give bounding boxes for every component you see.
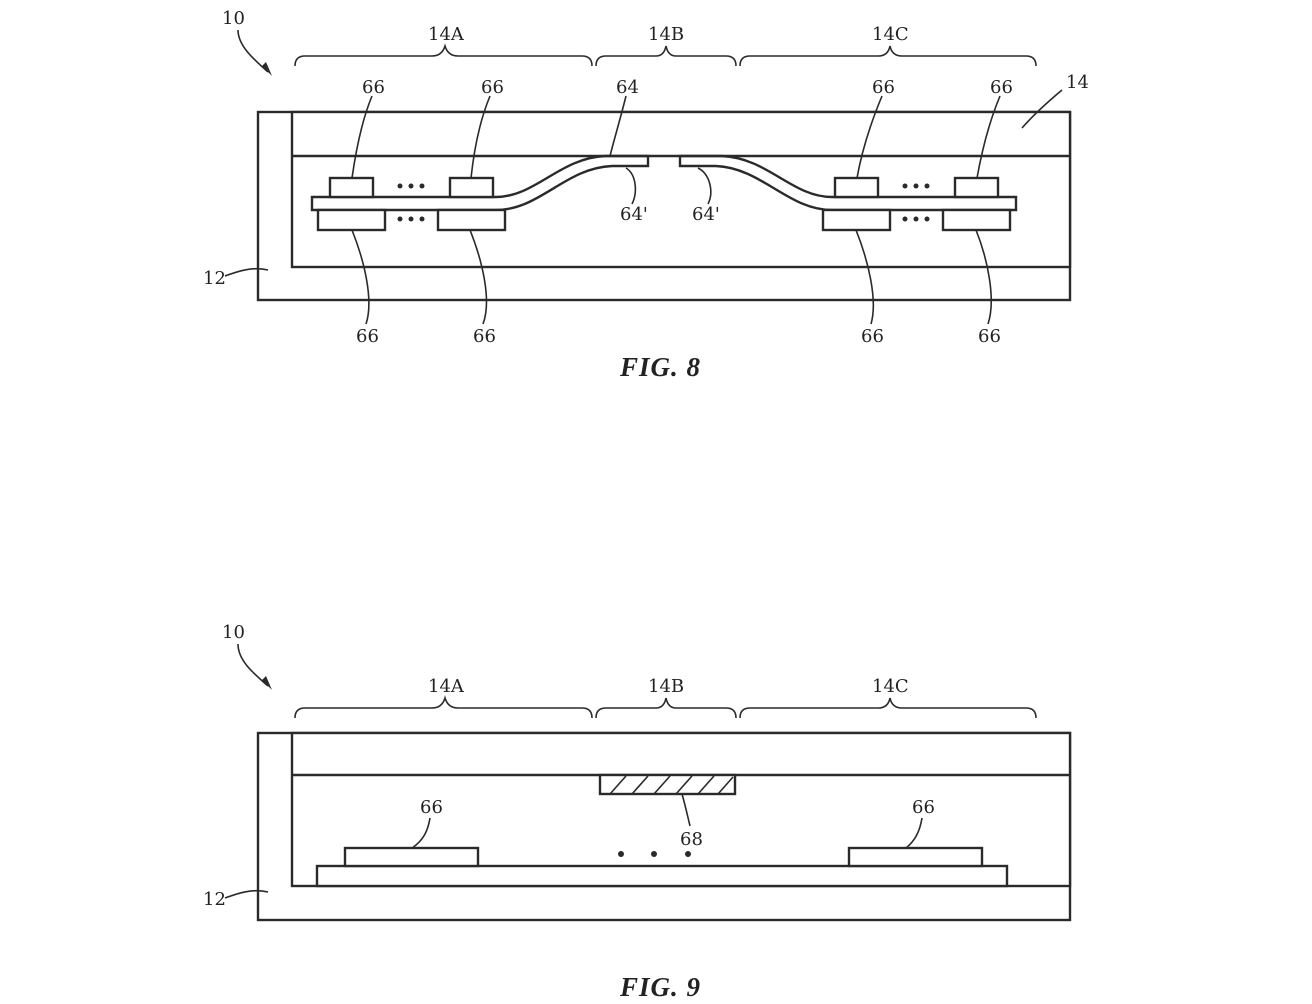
figure-8-caption: FIG. 8 bbox=[619, 352, 701, 382]
label-device: 10 bbox=[222, 622, 245, 643]
substrate bbox=[315, 864, 1009, 888]
label-14: 14 bbox=[1066, 72, 1089, 93]
device-leader-arrow bbox=[237, 29, 269, 73]
component-66 bbox=[847, 846, 984, 868]
label-64: 64 bbox=[616, 77, 639, 98]
label-66: 66 bbox=[481, 77, 504, 98]
label-14b: 14B bbox=[648, 24, 684, 45]
brace-14c bbox=[739, 45, 1037, 67]
leader-12 bbox=[224, 267, 269, 277]
brace-14a bbox=[294, 43, 593, 67]
label-64-prime-right: 64' bbox=[692, 204, 720, 225]
component-66 bbox=[941, 208, 1012, 232]
label-66: 66 bbox=[473, 326, 496, 347]
component-66 bbox=[448, 176, 495, 199]
arrowhead-icon bbox=[262, 676, 272, 690]
housing-cavity bbox=[290, 110, 1072, 269]
label-66: 66 bbox=[872, 77, 895, 98]
substrate-left-segment bbox=[310, 154, 650, 212]
figure-9-caption: FIG. 9 bbox=[619, 972, 701, 1002]
leader-64-prime bbox=[625, 167, 637, 205]
leader-66 bbox=[855, 229, 875, 325]
label-66: 66 bbox=[978, 326, 1001, 347]
label-12: 12 bbox=[203, 889, 226, 910]
leader-66 bbox=[351, 95, 373, 179]
component-66 bbox=[343, 846, 480, 868]
leader-66 bbox=[975, 229, 993, 325]
label-66: 66 bbox=[420, 797, 443, 818]
label-66: 66 bbox=[990, 77, 1013, 98]
label-14c: 14C bbox=[872, 24, 909, 45]
figure-9: 10 14A 14B 14C 68 bbox=[203, 622, 1072, 1002]
leader-66 bbox=[351, 229, 370, 325]
brace-14b bbox=[595, 45, 737, 67]
leader-64 bbox=[609, 95, 627, 157]
hatching bbox=[609, 775, 734, 795]
ellipsis-dots bbox=[618, 851, 691, 857]
label-14c: 14C bbox=[872, 676, 909, 697]
label-12: 12 bbox=[203, 268, 226, 289]
component-66 bbox=[328, 176, 375, 199]
component-66 bbox=[833, 176, 880, 199]
arrowhead-icon bbox=[262, 62, 272, 76]
figure-8: 10 14A 14B 14C bbox=[203, 8, 1089, 382]
substrate-right-segment bbox=[678, 154, 1018, 212]
label-68: 68 bbox=[680, 829, 703, 850]
leader-64-prime bbox=[697, 167, 712, 205]
ellipsis-dots bbox=[397, 183, 930, 222]
label-14a: 14A bbox=[428, 24, 465, 45]
leader-66 bbox=[470, 95, 491, 179]
leader-66 bbox=[856, 95, 883, 179]
leader-66 bbox=[976, 95, 1001, 179]
label-66: 66 bbox=[861, 326, 884, 347]
brace-14c bbox=[739, 697, 1037, 719]
component-66 bbox=[436, 208, 507, 232]
component-66 bbox=[821, 208, 892, 232]
label-64-prime-left: 64' bbox=[620, 204, 648, 225]
leader-66 bbox=[905, 817, 923, 849]
leader-66 bbox=[469, 229, 488, 325]
component-66 bbox=[953, 176, 1000, 199]
brace-14a bbox=[294, 695, 593, 719]
label-device: 10 bbox=[222, 8, 245, 29]
leader-12 bbox=[224, 889, 269, 899]
label-14b: 14B bbox=[648, 676, 684, 697]
leader-68 bbox=[681, 793, 691, 827]
label-14a: 14A bbox=[428, 676, 465, 697]
brace-14b bbox=[595, 697, 737, 719]
label-66: 66 bbox=[362, 77, 385, 98]
label-66: 66 bbox=[912, 797, 935, 818]
device-leader-arrow bbox=[237, 643, 269, 687]
label-66: 66 bbox=[356, 326, 379, 347]
leader-66 bbox=[411, 817, 431, 849]
component-66 bbox=[316, 208, 387, 232]
leader-14 bbox=[1021, 89, 1063, 129]
